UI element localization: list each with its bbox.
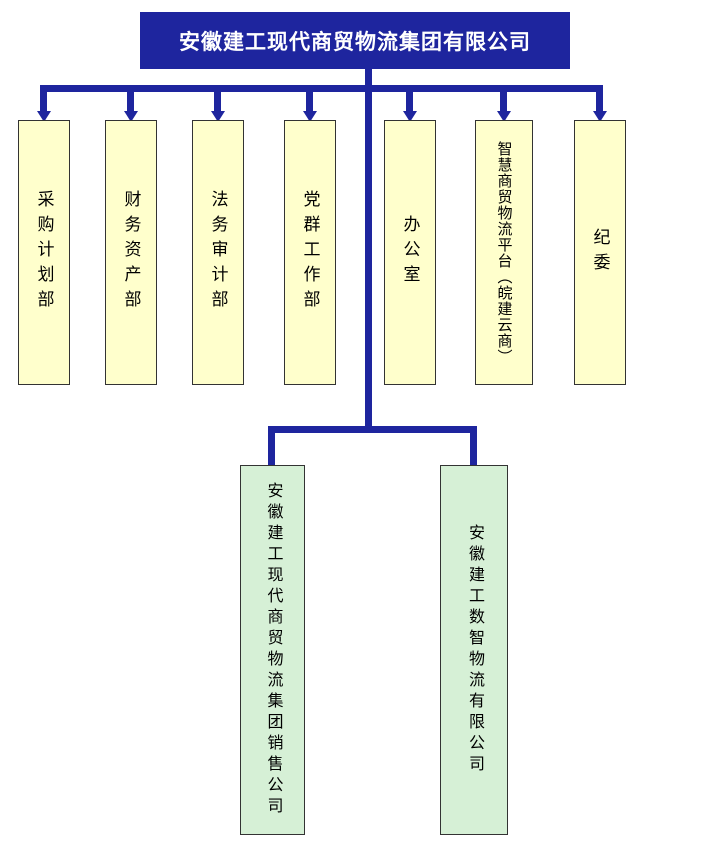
- connector-trunk: [365, 69, 372, 433]
- department-label: 法务审计部: [208, 190, 228, 315]
- department-node-smart-trade-logistics-platform: 智慧商贸物流平台（皖建云商）: [475, 120, 533, 385]
- department-label: 纪委: [590, 227, 610, 278]
- connector-drop: [470, 433, 477, 465]
- department-node-discipline-committee: 纪委: [574, 120, 626, 385]
- company-title: 安徽建工现代商贸物流集团有限公司: [179, 30, 531, 54]
- arrow-down-icon: [497, 111, 511, 122]
- department-node-party-mass-work: 党群工作部: [284, 120, 336, 385]
- arrow-down-icon: [403, 111, 417, 122]
- connector-drop: [40, 85, 47, 112]
- arrow-down-icon: [303, 111, 317, 122]
- subsidiary-node-sales-company: 安徽建工现代商贸物流集团销售公司: [240, 465, 305, 835]
- arrow-down-icon: [593, 111, 607, 122]
- arrow-down-icon: [124, 111, 138, 122]
- department-node-finance-assets: 财务资产部: [105, 120, 157, 385]
- department-label: 办公室: [400, 215, 420, 290]
- subsidiary-label: 安徽建工现代商贸物流集团销售公司: [264, 482, 282, 818]
- department-label: 财务资产部: [121, 190, 141, 315]
- subsidiary-node-digital-logistics-company: 安徽建工数智物流有限公司: [440, 465, 508, 835]
- arrow-down-icon: [211, 111, 225, 122]
- department-node-legal-audit: 法务审计部: [192, 120, 244, 385]
- department-label: 智慧商贸物流平台（皖建云商）: [495, 140, 513, 365]
- connector-drop: [406, 85, 413, 112]
- root-node-company: 安徽建工现代商贸物流集团有限公司: [140, 12, 570, 69]
- connector-drop: [500, 85, 507, 112]
- subsidiary-label: 安徽建工数智物流有限公司: [466, 524, 483, 776]
- department-node-office: 办公室: [384, 120, 436, 385]
- department-node-procurement-planning: 采购计划部: [18, 120, 70, 385]
- connector-drop: [127, 85, 134, 112]
- arrow-down-icon: [37, 111, 51, 122]
- department-label: 党群工作部: [300, 190, 320, 315]
- connector-bottom-bar: [268, 426, 477, 433]
- connector-drop: [268, 433, 275, 465]
- connector-top-bar: [42, 85, 603, 92]
- connector-drop: [306, 85, 313, 112]
- department-label: 采购计划部: [34, 190, 54, 315]
- connector-drop: [214, 85, 221, 112]
- connector-drop: [596, 85, 603, 112]
